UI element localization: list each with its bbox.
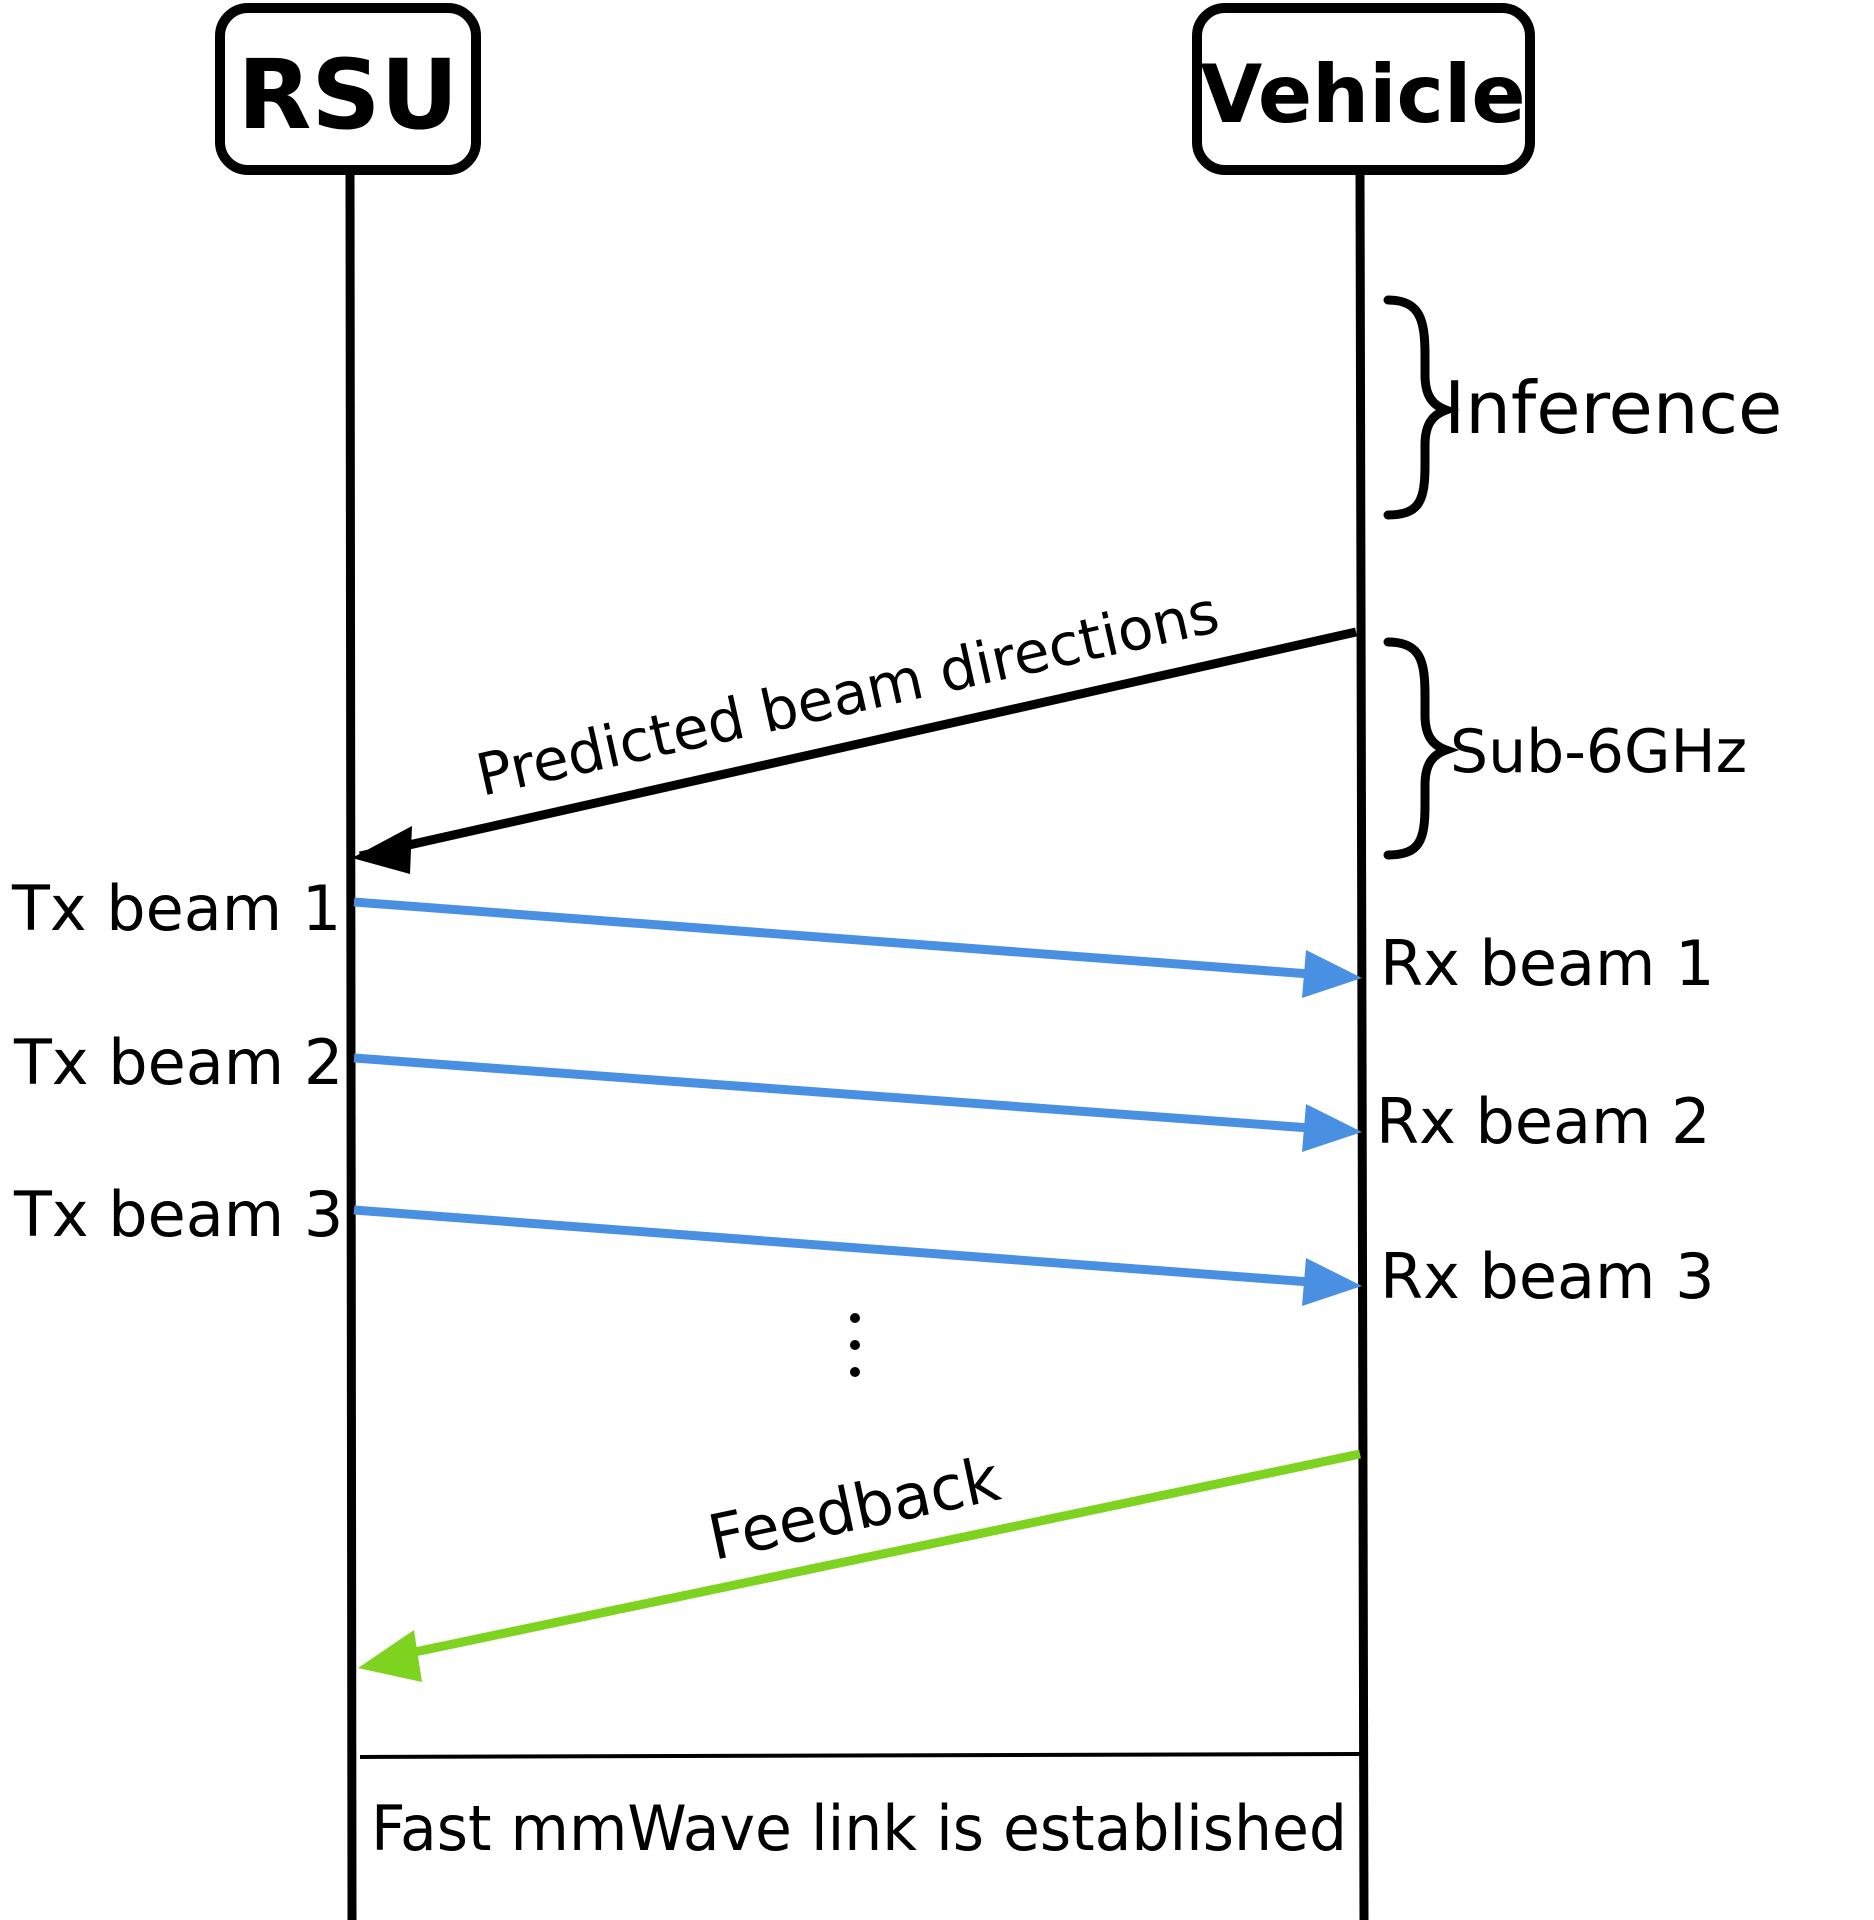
tx-beam-3-label: Tx beam 3 <box>13 1178 343 1251</box>
rx-beam-1-label: Rx beam 1 <box>1380 927 1715 1000</box>
vehicle-lifeline <box>1355 169 1369 1920</box>
predicted-arrow-line <box>359 627 1357 861</box>
rx-beam-2-label: Rx beam 2 <box>1376 1085 1711 1158</box>
predicted-label: Predicted beam directions <box>470 578 1225 810</box>
feedback-line <box>409 1449 1361 1658</box>
rsu-box <box>215 3 481 175</box>
rx-beam-3-label: Rx beam 3 <box>1380 1240 1715 1313</box>
feedback-arrowhead <box>358 1630 422 1682</box>
beam1-line <box>353 897 1311 979</box>
result-label: Fast mmWave link is established <box>371 1792 1347 1865</box>
beam2-line <box>353 1053 1311 1133</box>
beam2-arrowhead <box>1302 1104 1362 1152</box>
rsu-lifeline <box>345 169 357 1920</box>
beam3-arrowhead <box>1302 1258 1362 1306</box>
sub6-brace <box>1383 637 1460 860</box>
vehicle-label: Vehicle <box>1200 48 1525 141</box>
beam3-line <box>353 1205 1311 1287</box>
inference-label: Inference <box>1444 366 1782 450</box>
beam1-arrowhead <box>1302 950 1362 998</box>
sub6-label: Sub-6GHz <box>1450 717 1747 787</box>
vertical-ellipsis <box>850 1313 860 1377</box>
predicted-arrowhead <box>352 826 412 874</box>
inference-brace <box>1383 295 1460 520</box>
result-separator <box>359 1752 1361 1759</box>
feedback-label: Feedback <box>702 1442 1006 1575</box>
tx-beam-2-label: Tx beam 2 <box>13 1026 343 1099</box>
tx-beam-1-label: Tx beam 1 <box>11 872 341 945</box>
rsu-label: RSU <box>237 39 458 151</box>
